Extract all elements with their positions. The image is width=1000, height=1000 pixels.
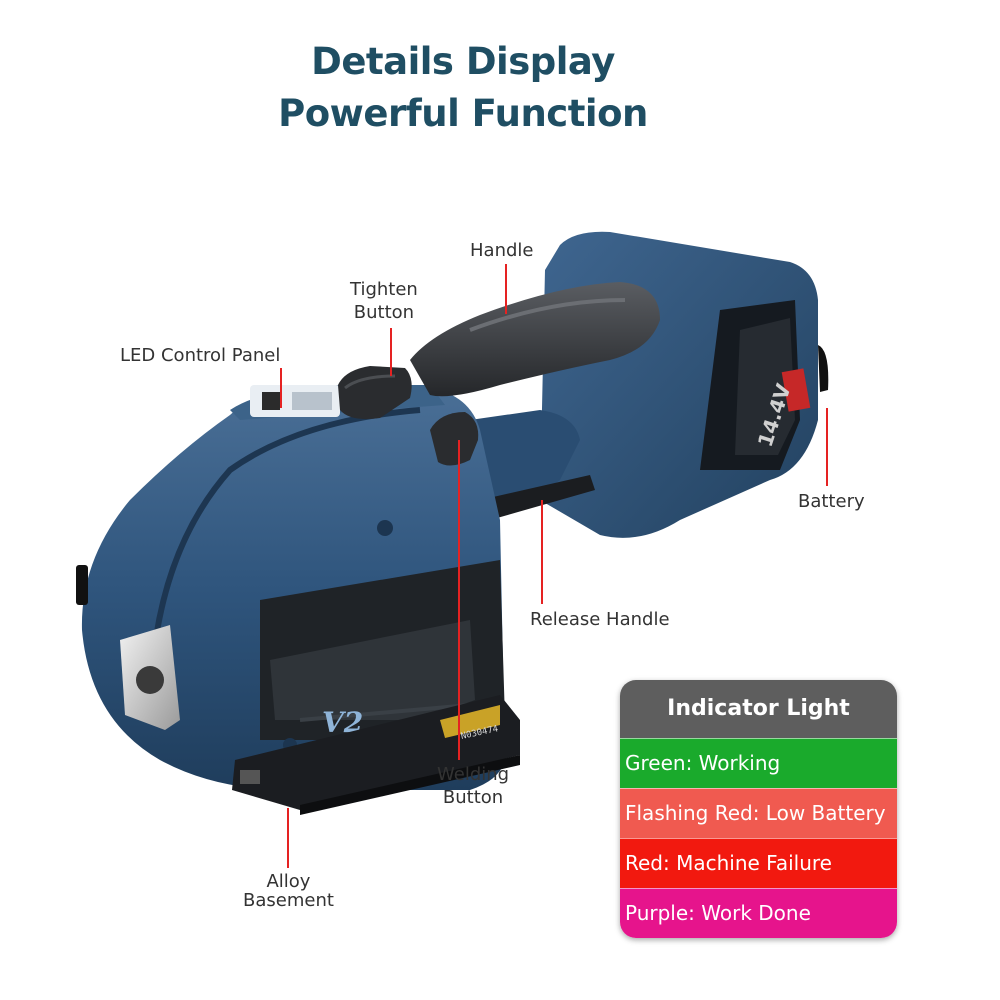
label-welding-line2: Button bbox=[442, 787, 504, 808]
main-body: V2 bbox=[76, 385, 505, 790]
line-battery bbox=[826, 408, 828, 486]
line-welding bbox=[458, 440, 460, 760]
line-release-handle bbox=[541, 500, 543, 604]
label-handle: Handle bbox=[470, 240, 534, 261]
tighten-button-part bbox=[338, 366, 412, 419]
label-release-handle: Release Handle bbox=[530, 609, 670, 630]
label-battery: Battery bbox=[798, 491, 865, 512]
legend-row-red: Red: Machine Failure bbox=[620, 838, 897, 888]
line-handle bbox=[505, 264, 507, 314]
label-alloy-line2: Basement bbox=[243, 890, 334, 911]
label-tighten: Tighten Button bbox=[350, 278, 418, 324]
label-tighten-line1: Tighten bbox=[350, 279, 418, 300]
label-welding-line1: Welding bbox=[437, 764, 510, 785]
label-alloy: Alloy Basement bbox=[243, 872, 334, 910]
line-led-panel bbox=[280, 368, 282, 408]
label-tighten-line2: Button bbox=[353, 302, 415, 323]
label-alloy-line1: Alloy bbox=[266, 871, 311, 892]
release-handle-lever bbox=[470, 410, 580, 505]
label-welding: Welding Button bbox=[437, 763, 509, 809]
handle-grip bbox=[410, 282, 660, 397]
legend-row-purple: Purple: Work Done bbox=[620, 888, 897, 938]
label-led-panel: LED Control Panel bbox=[120, 345, 281, 366]
indicator-light-legend: Indicator Light Green: Working Flashing … bbox=[620, 680, 897, 938]
legend-row-green: Green: Working bbox=[620, 738, 897, 788]
title-line-1: Details Display bbox=[311, 40, 615, 83]
line-tighten bbox=[390, 328, 392, 376]
legend-row-flashing-red: Flashing Red: Low Battery bbox=[620, 788, 897, 838]
legend-title: Indicator Light bbox=[620, 680, 897, 738]
welding-button-part bbox=[430, 412, 479, 466]
title-line-2: Powerful Function bbox=[278, 92, 648, 135]
line-alloy bbox=[287, 808, 289, 868]
